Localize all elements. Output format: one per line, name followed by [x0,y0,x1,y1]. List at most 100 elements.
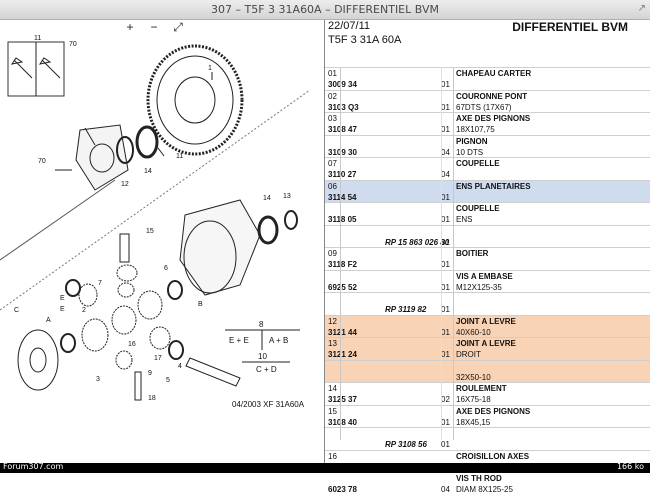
cell-desc: COURONNE PONT [456,91,528,101]
catalog-date: 22/07/11 [328,20,371,32]
legend-a-b: A + B [269,336,288,345]
legend-10: 10 [258,352,267,361]
callout: 5 [166,377,170,384]
cell-qty: 04 [441,147,450,157]
cell-qty: 01 [441,417,450,427]
fullscreen-icon[interactable]: ↗ [637,3,646,14]
cell-line: 12 [328,316,337,326]
cell-qty: 04 [441,485,450,494]
cell-line: 09 [328,249,337,258]
cell-desc: PIGNON [456,136,488,146]
cell-qty: 01 [441,102,450,112]
cell-line: 03 [328,114,337,123]
callout: 3 [96,376,100,383]
cell-ref: 3110 27 [328,170,357,179]
cell-ref: 3108 47 [328,125,357,134]
column-divider [340,67,341,440]
cell-qty: 02 [441,395,450,404]
callout: 18 [148,395,156,402]
cell-detail: 18X107,75 [456,125,495,134]
cell-qty: 01 [441,260,450,269]
cell-qty: 01 [441,440,450,449]
legend-c-d: C + D [256,365,277,374]
cell-detail: 16X75-18 [456,395,491,404]
legend-e-e: E + E [229,336,249,345]
cell-rp: RP 15 863 026 80 [385,237,450,247]
callout: E [60,295,65,302]
cell-rp: RP 3119 82 [385,305,427,314]
cell-desc: JOINT A LEVRE [456,339,516,348]
callout: 4 [178,363,182,370]
cell-ref: 3118 05 [328,215,357,224]
column-divider [453,67,454,440]
cell-qty: 01 [441,125,450,134]
cell-line: 16 [328,451,337,461]
callout: 11 [176,153,183,160]
table-row[interactable]: 32X50-10 [325,359,650,382]
pane-divider[interactable] [324,20,325,473]
cell-qty: 01 [441,282,450,292]
cell-ref: 3125 37 [328,395,357,404]
callout: 17 [154,355,162,362]
cell-line: 02 [328,91,337,101]
parts-header: 22/07/11 T5F 3 31A 60A DIFFERENTIEL BVM [325,20,650,60]
callout: A [46,317,51,324]
zoom-out-icon[interactable]: − [150,20,158,34]
doc-title: DIFFERENTIEL BVM [512,20,628,34]
cell-ref: 6023 78 [328,485,357,494]
cell-qty: 01 [441,237,450,247]
callout: 9 [148,370,152,377]
callout: B [198,301,203,308]
cell-detail: 32X50-10 [456,372,491,382]
table-row[interactable]: RP 3108 56 01 [325,427,650,450]
callout: 16 [128,341,136,348]
cell-detail: ENS [456,215,473,224]
cell-ref: 6925 52 [328,282,357,292]
cell-ref: 3121 44 [328,327,357,337]
callout: 11 [34,35,41,42]
exploded-parts-diagram: 8 E + E A + B 10 C + D 04/2003 XF 31A60A… [0,35,311,409]
file-size: 166 ko [616,462,644,471]
cell-ref: 3103 Q3 [328,102,359,112]
callout: 14 [144,168,152,175]
footer-bar: Forum307.com 166 ko [0,462,650,473]
cell-qty: 01 [441,192,450,202]
cell-ref: 3121 24 [328,350,357,359]
cell-qty: 04 [441,170,450,179]
zoom-toolbar: + − ⤢ [0,20,324,36]
cell-desc: ENS PLANETAIRES [456,181,531,191]
cell-line: 01 [328,69,337,78]
cell-desc: AXE DES PIGNONS [456,406,531,416]
cell-ref: 3114 54 [328,192,357,202]
cell-desc: ROULEMENT [456,384,507,393]
legend-8: 8 [259,320,264,329]
callout: 13 [283,193,291,200]
cell-rp: RP 3108 56 [385,440,427,449]
site-name: Forum307.com [3,462,64,471]
callout: 14 [263,195,271,202]
cell-line: 06 [328,181,337,191]
zoom-fit-icon[interactable]: ⤢ [173,20,183,34]
cell-detail: 18X45,15 [456,417,491,427]
zoom-in-icon[interactable]: + [126,20,134,34]
callout: 2 [82,307,86,314]
callout: E [60,306,65,313]
cell-detail: 10 DTS [456,147,484,157]
cell-detail: 67DTS (17X67) [456,102,512,112]
